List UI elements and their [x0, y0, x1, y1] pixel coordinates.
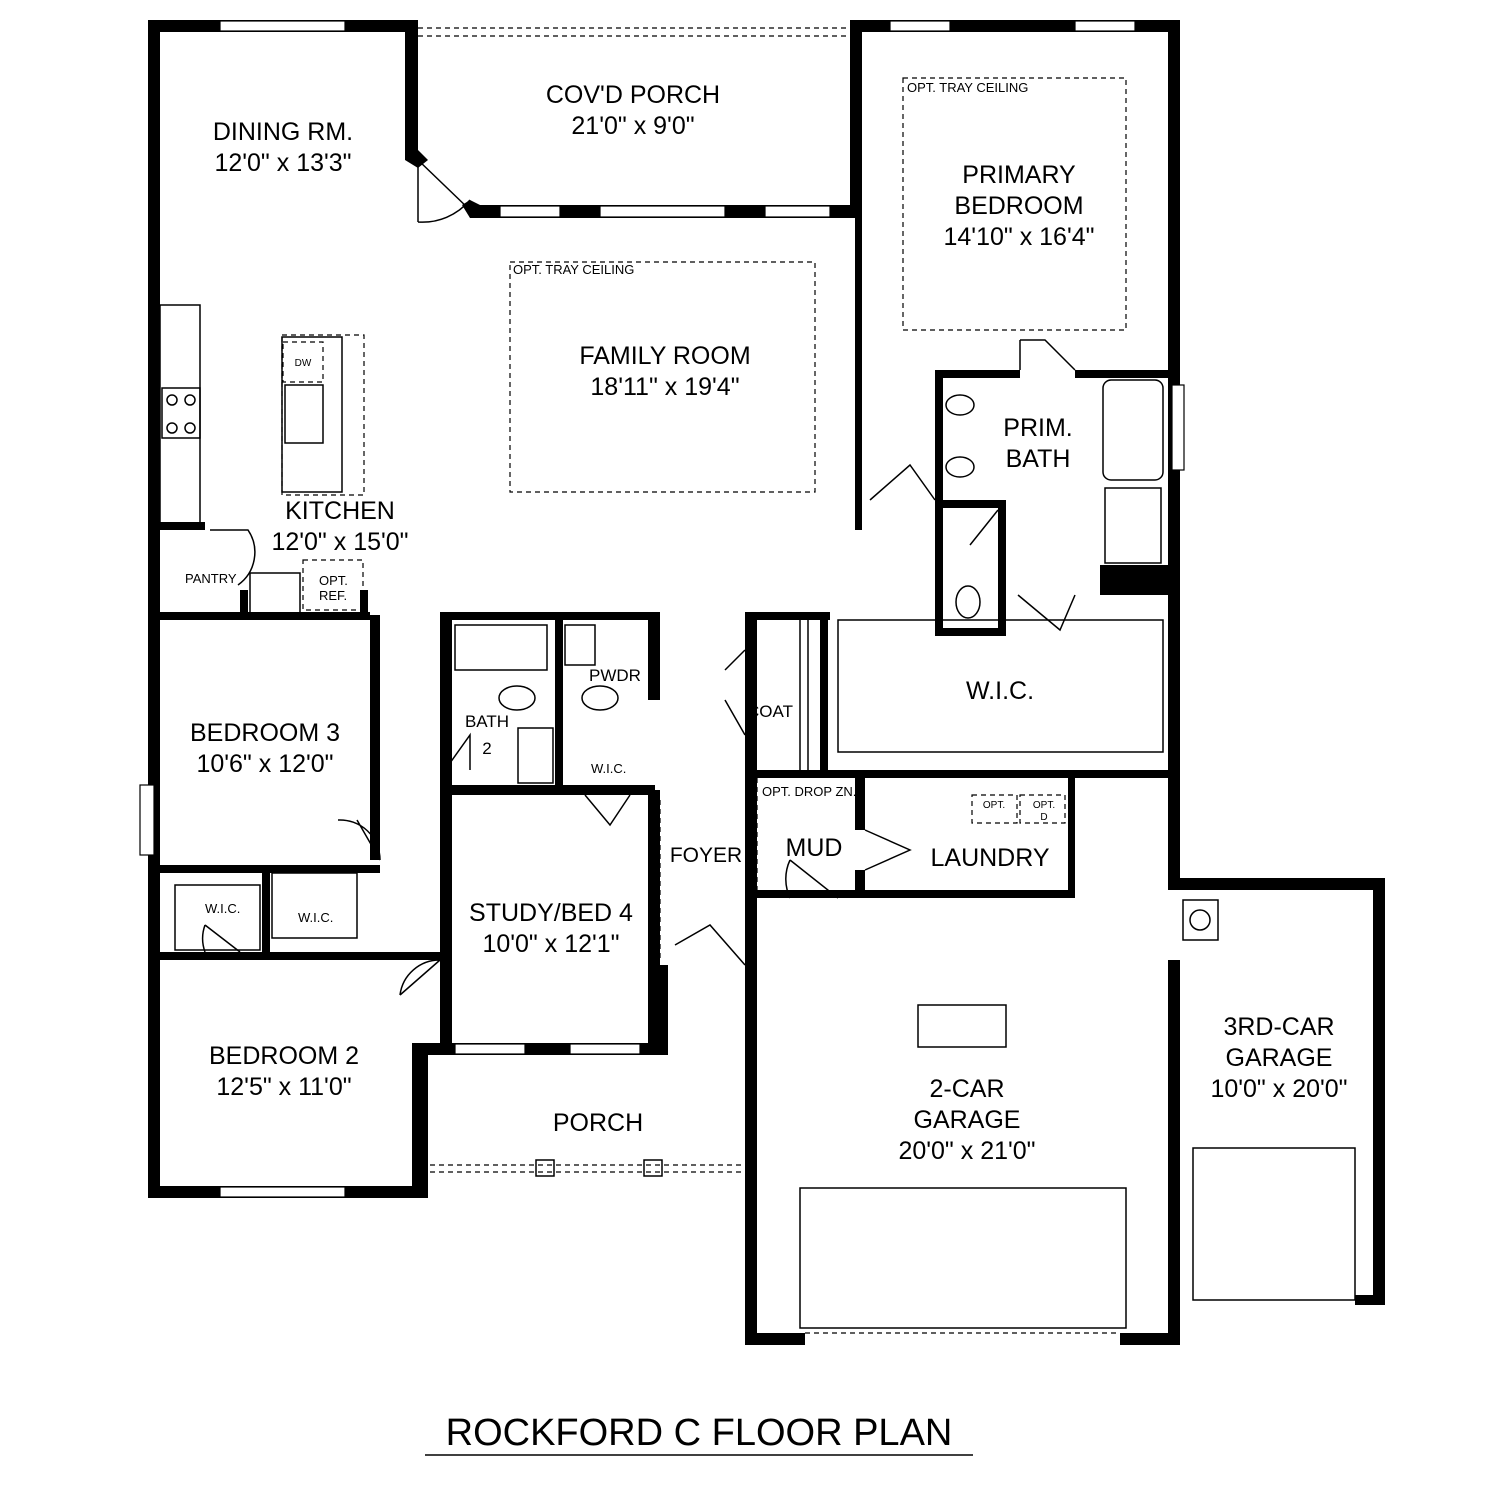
dining-room-size: 12'0" x 13'3"	[214, 149, 351, 177]
opt-dryer-label-2: D	[1040, 812, 1047, 823]
foyer-label: FOYER	[670, 844, 742, 867]
garage3-name-1: 3RD-CAR	[1223, 1013, 1334, 1041]
plan-title: ROCKFORD C FLOOR PLAN	[446, 1412, 953, 1454]
coat-label: COAT	[747, 702, 793, 721]
laundry-label: LAUNDRY	[930, 844, 1049, 872]
bath2-label-2: 2	[482, 739, 491, 758]
covd-porch-size: 21'0" x 9'0"	[571, 112, 694, 140]
tray-ceiling-family: OPT. TRAY CEILING	[513, 262, 634, 277]
opt-washer-label: OPT.	[983, 800, 1005, 811]
study-name: STUDY/BED 4	[469, 899, 633, 927]
bedroom3-size: 10'6" x 12'0"	[196, 750, 333, 778]
covd-porch-name: COV'D PORCH	[546, 81, 720, 109]
windows	[139, 20, 1185, 1198]
walls	[148, 20, 1385, 1345]
wic-bed2-label: W.I.C.	[205, 901, 240, 916]
bedroom3-name: BEDROOM 3	[190, 719, 340, 747]
wic-study-label: W.I.C.	[591, 761, 626, 776]
bedroom2-name: BEDROOM 2	[209, 1042, 359, 1070]
pwdr-label: PWDR	[589, 666, 641, 685]
mud-label: MUD	[786, 834, 843, 862]
tray-ceiling-primary: OPT. TRAY CEILING	[907, 80, 1028, 95]
wic-bed3-label: W.I.C.	[298, 910, 333, 925]
prim-bath-name-1: PRIM.	[1003, 414, 1072, 442]
bath2-label-1: BATH	[465, 712, 509, 731]
primary-bedroom-name-1: PRIMARY	[962, 161, 1076, 189]
fixtures	[159, 27, 1356, 1334]
garage3-name-2: GARAGE	[1226, 1044, 1333, 1072]
kitchen-size: 12'0" x 15'0"	[271, 528, 408, 556]
pantry-label: PANTRY	[185, 571, 237, 586]
wic-primary-label: W.I.C.	[966, 677, 1034, 705]
opt-ref-label-1: OPT.	[319, 573, 348, 588]
prim-bath-name-2: BATH	[1006, 445, 1071, 473]
porch-label: PORCH	[553, 1109, 643, 1137]
family-room-name: FAMILY ROOM	[579, 342, 750, 370]
garage2-name-2: GARAGE	[914, 1106, 1021, 1134]
family-room-size: 18'11" x 19'4"	[590, 373, 739, 401]
dishwasher-label: DW	[295, 358, 312, 369]
primary-bedroom-size: 14'10" x 16'4"	[943, 223, 1094, 251]
garage3-size: 10'0" x 20'0"	[1210, 1075, 1347, 1103]
drop-zone-label: OPT. DROP ZN.	[762, 784, 856, 799]
study-size: 10'0" x 12'1"	[482, 930, 619, 958]
garage2-name-1: 2-CAR	[929, 1075, 1004, 1103]
opt-ref-label-2: REF.	[319, 588, 347, 603]
bedroom2-size: 12'5" x 11'0"	[216, 1073, 351, 1101]
room-labels: DINING RM. 12'0" x 13'3" COV'D PORCH 21'…	[185, 80, 1348, 1165]
kitchen-name: KITCHEN	[285, 497, 395, 525]
garage2-size: 20'0" x 21'0"	[898, 1137, 1035, 1165]
primary-bedroom-name-2: BEDROOM	[954, 192, 1083, 220]
dining-room-name: DINING RM.	[213, 118, 353, 146]
opt-dryer-label-1: OPT.	[1033, 800, 1055, 811]
